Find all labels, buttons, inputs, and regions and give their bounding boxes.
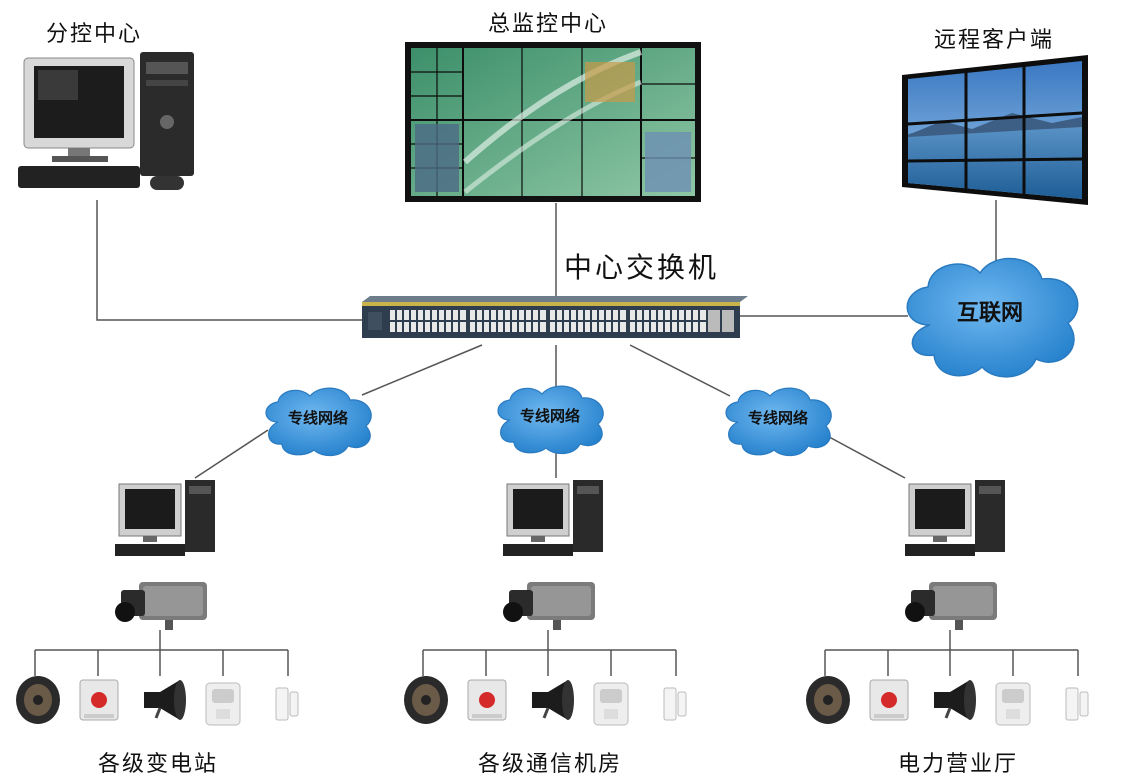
speaker-icon <box>16 676 60 724</box>
siren-icon <box>144 680 186 720</box>
site-comm-room-label: 各级通信机房 <box>478 752 623 777</box>
sensor-icon <box>205 682 241 726</box>
desktop-pc-icon <box>905 480 1005 556</box>
door-contact-icon <box>1065 687 1089 721</box>
site-service-hall-label: 电力营业厅 <box>898 752 1019 777</box>
door-contact-icon <box>663 687 687 721</box>
line-switch-to-net3 <box>629 344 731 397</box>
speaker-icon <box>806 676 850 724</box>
switch-icon <box>362 296 748 338</box>
camera-icon <box>905 582 997 630</box>
cloud-internet-icon <box>906 257 1079 378</box>
video-wall-icon <box>405 42 701 202</box>
line-branch-to-switch <box>96 200 362 321</box>
site-comm-room-group <box>404 480 687 726</box>
siren-icon <box>934 680 976 720</box>
dedicated-network-label-3: 专线网络 <box>748 409 808 427</box>
tv-wall-icon <box>902 55 1088 205</box>
branch-center-label: 分控中心 <box>46 22 143 47</box>
line-net3-to-site3 <box>819 431 906 479</box>
line-switch-to-net1 <box>361 344 483 396</box>
cloud-dedicated-1-icon <box>265 387 372 457</box>
desktop-pc-icon <box>115 480 215 556</box>
line-net1-to-site1 <box>194 429 269 479</box>
site-substation-label: 各级变电站 <box>98 752 219 777</box>
main-center-label: 总监控中心 <box>488 12 609 37</box>
site-substation-group <box>16 480 299 726</box>
site-service-hall-group <box>806 480 1089 726</box>
cloud-dedicated-3-icon <box>725 387 832 457</box>
sensor-icon <box>593 682 629 726</box>
sensor-icon <box>995 682 1031 726</box>
camera-icon <box>503 582 595 630</box>
camera-icon <box>115 582 207 630</box>
door-contact-icon <box>275 687 299 721</box>
alarm-button-icon <box>467 679 507 721</box>
dedicated-network-label-1: 专线网络 <box>288 409 348 427</box>
speaker-icon <box>404 676 448 724</box>
desktop-pc-icon <box>503 480 603 556</box>
cloud-dedicated-2-icon <box>497 385 604 455</box>
alarm-button-icon <box>79 679 119 721</box>
internet-label: 互联网 <box>957 301 1023 326</box>
remote-client-label: 远程客户端 <box>934 28 1055 53</box>
dedicated-network-label-2: 专线网络 <box>520 407 580 425</box>
desktop-pc-icon <box>18 52 194 190</box>
alarm-button-icon <box>869 679 909 721</box>
core-switch-label: 中心交换机 <box>564 251 720 284</box>
siren-icon <box>532 680 574 720</box>
connection-lines <box>96 200 997 479</box>
